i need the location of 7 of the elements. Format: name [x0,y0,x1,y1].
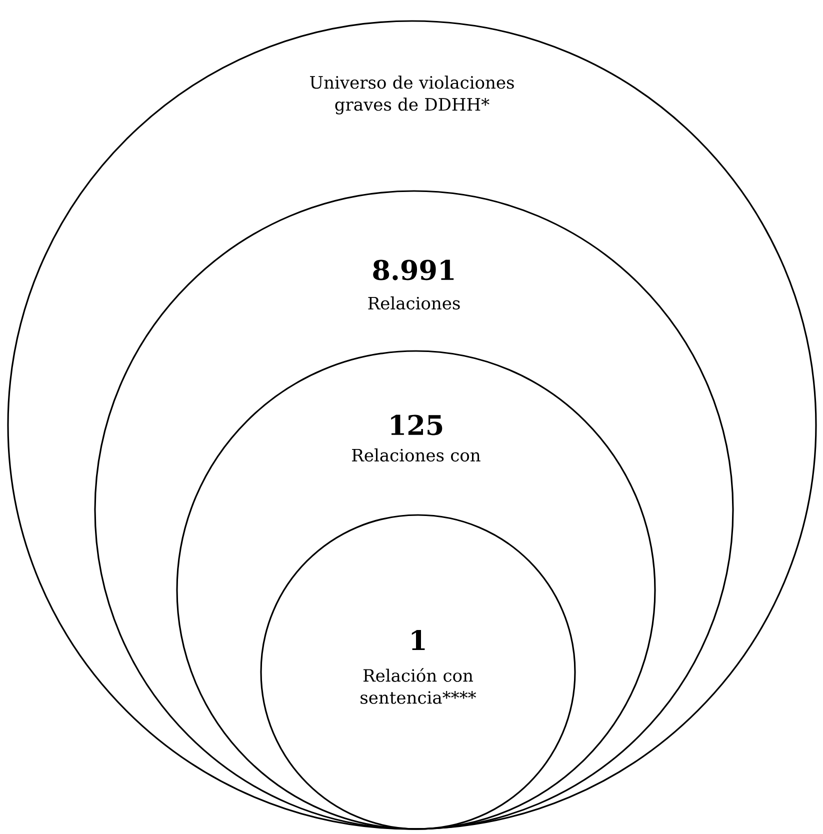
circle-label: Relaciones [368,296,460,310]
number-label: 125 [391,414,442,436]
circle-label: Relaciones con [352,448,480,462]
number-label: 8.991 [373,260,454,280]
circle-label: Universo de violaciones graves de DDHH* [310,76,514,114]
number-label: 1 [412,630,425,650]
circle-label: Relación con sentencia**** [360,668,476,704]
